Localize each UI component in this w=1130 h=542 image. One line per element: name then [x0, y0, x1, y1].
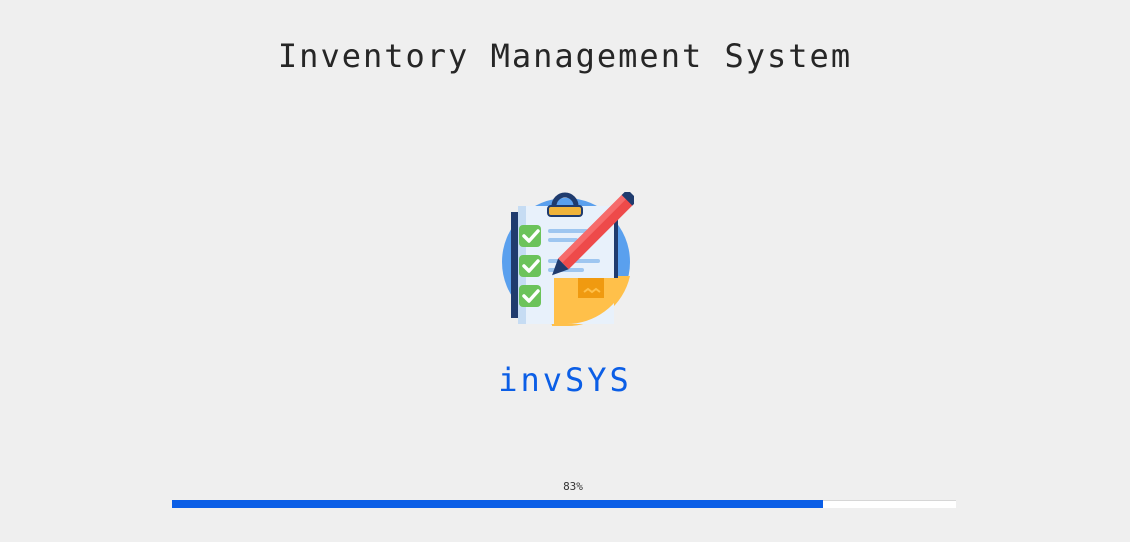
brand-name: invSYS — [498, 361, 632, 399]
clipboard-checklist-icon — [502, 192, 634, 327]
progress-bar-fill — [172, 500, 823, 508]
progress-percent-label: 83% — [563, 480, 583, 493]
app-title: Inventory Management System — [277, 37, 853, 75]
progress-bar — [172, 500, 956, 508]
